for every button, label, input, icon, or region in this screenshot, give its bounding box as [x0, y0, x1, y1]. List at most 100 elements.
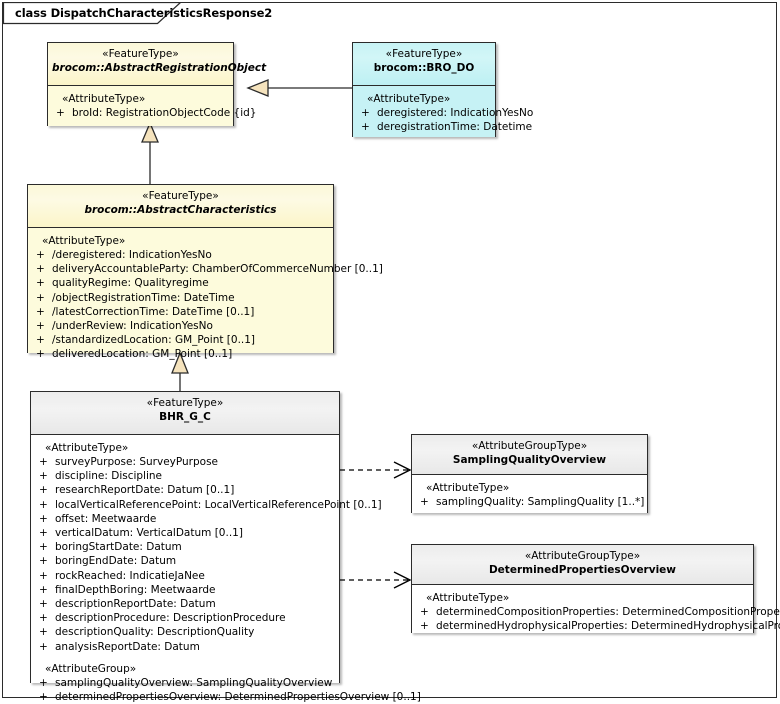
- attribute-group-label: «AttributeType»: [42, 235, 126, 247]
- attribute-row: +broId: RegistrationObjectCode {id}: [48, 106, 257, 120]
- visibility-marker: +: [39, 484, 48, 497]
- attribute-text: verticalDatum: VerticalDatum [0..1]: [55, 527, 243, 540]
- class-name-label: BHR_G_C: [159, 411, 211, 423]
- visibility-marker: +: [39, 676, 48, 689]
- attribute-row: + discipline: Discipline: [31, 469, 339, 483]
- attribute-row: + boringEndDate: Datum: [31, 554, 339, 568]
- attribute-text: deregistered: IndicationYesNo: [377, 107, 534, 119]
- attribute-row: + analysisReportDate: Datum: [31, 640, 339, 654]
- attribute-text: surveyPurpose: SurveyPurpose: [55, 456, 219, 468]
- visibility-marker: +: [39, 598, 48, 611]
- attribute-row: + verticalDatum: VerticalDatum [0..1]: [31, 526, 339, 540]
- attribute-text: boringEndDate: Datum: [55, 555, 177, 568]
- visibility-marker: +: [361, 121, 370, 134]
- class-body-abstract-characteristics: «AttributeType» + /deregistered: Indicati…: [28, 228, 383, 360]
- attribute-text: /underReview: IndicationYesNo: [52, 320, 213, 333]
- attribute-group-label: «AttributeType»: [367, 93, 451, 105]
- visibility-marker: +: [39, 640, 48, 653]
- attribute-text: determinedHydrophysicalProperties: Deter…: [436, 620, 780, 633]
- attribute-text: /latestCorrectionTime: DateTime [0..1]: [52, 305, 255, 318]
- class-name-label: brocom::AbstractRegistrationObject: [52, 62, 267, 74]
- visibility-marker: +: [39, 626, 48, 639]
- class-body-determined-properties-overview: «AttributeType» +determinedCompositionPr…: [412, 585, 780, 633]
- class-name-label: brocom::BRO_DO: [373, 62, 475, 74]
- attribute-row: + qualityRegime: Qualityregime: [28, 276, 333, 290]
- attribute-text: samplingQualityOverview: SamplingQuality…: [55, 676, 333, 689]
- visibility-marker: +: [56, 107, 65, 119]
- visibility-marker: +: [36, 249, 45, 261]
- attribute-text: deliveredLocation: GM_Point [0..1]: [52, 348, 233, 361]
- visibility-marker: +: [39, 541, 48, 554]
- attribute-row: +descriptionProcedure: DescriptionProced…: [31, 611, 339, 625]
- visibility-marker: +: [36, 263, 45, 276]
- attribute-group-label-2: «AttributeGroup»: [45, 662, 137, 675]
- attribute-text: determinedCompositionProperties: Determi…: [436, 606, 780, 618]
- attribute-row: +rockReached: IndicatieJaNee: [31, 569, 339, 583]
- visibility-marker: +: [39, 555, 48, 568]
- class-name-label: brocom::AbstractCharacteristics: [84, 204, 277, 216]
- attribute-row: + samplingQualityOverview: SamplingQualit…: [31, 676, 339, 690]
- visibility-marker: +: [36, 277, 45, 290]
- attribute-row: +/latestCorrectionTime: DateTime [0..1]: [28, 305, 333, 319]
- attribute-row: + determinedPropertiesOverview: Determine…: [31, 690, 421, 704]
- class-body-bro-do: «AttributeType» + deregistered: Indicatio…: [353, 86, 533, 137]
- attribute-row: + samplingQuality: SamplingQuality [1..*]: [412, 495, 647, 509]
- attribute-text: discipline: Discipline: [55, 470, 163, 483]
- class-abstract-registration-object[interactable]: «FeatureType» brocom::AbstractRegistrati…: [47, 42, 267, 126]
- visibility-marker: +: [420, 496, 429, 508]
- visibility-marker: +: [36, 291, 45, 304]
- attribute-row: + determinedCompositionProperties: Determ…: [412, 605, 780, 619]
- attribute-text: descriptionReportDate: Datum: [55, 598, 216, 611]
- visibility-marker: +: [39, 527, 48, 540]
- visibility-marker: +: [39, 569, 48, 582]
- class-header-determined-properties-overview: «AttributeGroupType» DeterminedPropertie…: [412, 545, 753, 585]
- visibility-marker: +: [36, 320, 45, 333]
- class-sampling-quality-overview[interactable]: «AttributeGroupType» SamplingQualityOver…: [411, 434, 648, 513]
- class-body-bhr-g-c: «AttributeType» +surveyPurpose: SurveyPu…: [31, 435, 421, 703]
- diagram-title: class DispatchCharacteristicsResponse2: [15, 6, 273, 20]
- visibility-marker: +: [36, 334, 45, 347]
- attribute-row: + boringStartDate: Datum: [31, 540, 339, 554]
- attribute-row: +deregistrationTime: Datetime: [353, 120, 532, 134]
- attribute-text: analysisReportDate: Datum: [55, 640, 200, 653]
- visibility-marker: +: [39, 470, 48, 483]
- attribute-text: /objectRegistrationTime: DateTime: [52, 291, 235, 304]
- attribute-row: +descriptionQuality: DescriptionQuality: [31, 625, 339, 639]
- diagram-frame-tab: class DispatchCharacteristicsResponse2: [3, 2, 272, 25]
- attribute-group-label: «AttributeType»: [62, 93, 146, 105]
- class-body-abstract-registration-object: «AttributeType» +broId: RegistrationObje…: [48, 86, 257, 126]
- visibility-marker: +: [39, 612, 48, 625]
- class-name-label: SamplingQualityOverview: [452, 454, 607, 466]
- frame-tab-shape: [3, 2, 181, 25]
- class-determined-properties-overview[interactable]: «AttributeGroupType» DeterminedPropertie…: [411, 544, 780, 633]
- attribute-group-label: «AttributeType»: [426, 482, 510, 494]
- visibility-marker: +: [39, 498, 48, 511]
- class-abstract-characteristics[interactable]: «FeatureType» brocom::AbstractCharacteri…: [27, 184, 383, 360]
- attribute-row: + researchReportDate: Datum [0..1]: [31, 483, 339, 497]
- class-header-abstract-registration-object: «FeatureType» brocom::AbstractRegistrati…: [48, 43, 267, 86]
- class-bhr-g-c[interactable]: «FeatureType» BHR_G_C «AttributeType» +s…: [30, 391, 421, 703]
- class-name-label: DeterminedPropertiesOverview: [488, 564, 677, 576]
- attribute-row: +localVerticalReferencePoint: LocalVerti…: [31, 498, 382, 512]
- attribute-text: samplingQuality: SamplingQuality [1..*]: [436, 496, 645, 508]
- attribute-text: researchReportDate: Datum [0..1]: [55, 484, 235, 497]
- attribute-row: +determinedHydrophysicalProperties: Dete…: [412, 619, 780, 633]
- visibility-marker: +: [39, 512, 48, 525]
- attribute-row: +deliveredLocation: GM_Point [0..1]: [28, 347, 333, 361]
- attribute-text: boringStartDate: Datum: [55, 541, 182, 554]
- visibility-marker: +: [420, 606, 429, 618]
- stereotype-label: «AttributeGroupType»: [471, 440, 588, 452]
- attribute-text: determinedPropertiesOverview: Determined…: [55, 691, 421, 704]
- visibility-marker: +: [39, 691, 48, 704]
- attribute-text: finalDepthBoring: Meetwaarde: [55, 583, 216, 596]
- attribute-text: qualityRegime: Qualityregime: [52, 277, 209, 290]
- stereotype-label: «AttributeGroupType»: [524, 550, 641, 562]
- attribute-text: deliveryAccountableParty: ChamberOfComme…: [52, 263, 383, 276]
- class-bro-do[interactable]: «FeatureType» brocom::BRO_DO «AttributeT…: [352, 42, 533, 137]
- stereotype-label: «FeatureType»: [385, 48, 463, 60]
- class-body-sampling-quality-overview: «AttributeType» + samplingQuality: Sampli…: [412, 475, 647, 513]
- stereotype-label: «FeatureType»: [142, 190, 219, 202]
- class-header-sampling-quality-overview: «AttributeGroupType» SamplingQualityOver…: [412, 435, 647, 475]
- attribute-row: + /underReview: IndicationYesNo: [28, 319, 333, 333]
- attribute-text: /deregistered: IndicationYesNo: [52, 249, 212, 261]
